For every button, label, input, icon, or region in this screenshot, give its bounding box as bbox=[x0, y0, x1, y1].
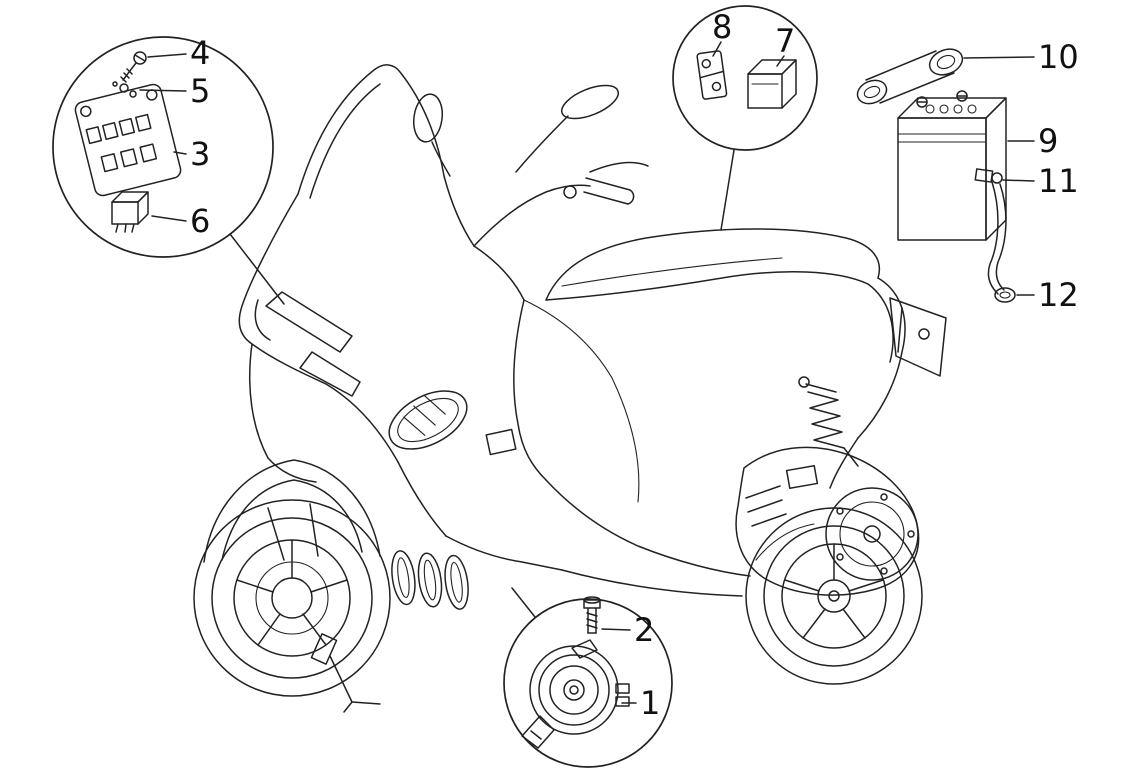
detail-balloon-relays bbox=[672, 5, 818, 231]
callout-number: 2 bbox=[634, 611, 654, 649]
side-vents bbox=[388, 390, 469, 610]
callout-number: 3 bbox=[190, 135, 210, 173]
callout-number: 12 bbox=[1038, 276, 1079, 314]
balloon-leader-line bbox=[720, 149, 735, 231]
detail-balloon-fusebox bbox=[52, 36, 285, 305]
leader-line bbox=[601, 628, 631, 631]
rear-wheel bbox=[745, 507, 923, 685]
callout-number: 4 bbox=[190, 34, 210, 72]
front-fairing bbox=[238, 193, 447, 537]
relay-cube-drawing bbox=[747, 59, 797, 109]
breather-elbow-drawing bbox=[974, 168, 1003, 184]
handlebar bbox=[473, 161, 649, 247]
callout-4[interactable]: 4 bbox=[147, 34, 210, 72]
leader-line bbox=[712, 41, 722, 57]
callout-8[interactable]: 8 bbox=[712, 8, 732, 57]
callout-3[interactable]: 3 bbox=[173, 135, 210, 173]
horn-drawing bbox=[521, 639, 630, 749]
mirror bbox=[412, 84, 619, 177]
callout-number: 5 bbox=[190, 72, 210, 110]
callout-number: 10 bbox=[1038, 38, 1079, 76]
rear-suspension bbox=[798, 376, 859, 467]
balloon-leader-line bbox=[511, 587, 536, 618]
callout-6[interactable]: 6 bbox=[151, 202, 210, 240]
callout-number: 11 bbox=[1038, 162, 1079, 200]
front-wheel bbox=[193, 499, 391, 697]
battery-drawing bbox=[897, 90, 1007, 241]
battery-strap-drawing bbox=[856, 48, 964, 105]
callout-number: 6 bbox=[190, 202, 210, 240]
detail-balloon-horn bbox=[503, 587, 673, 768]
leader-line bbox=[147, 53, 187, 58]
callout-number: 8 bbox=[712, 8, 732, 46]
breather-tube-drawing bbox=[987, 181, 1016, 303]
callout-5[interactable]: 5 bbox=[139, 72, 210, 110]
callout-9[interactable]: 9 bbox=[1007, 122, 1058, 160]
washer-drawing bbox=[112, 81, 137, 98]
screw-drawing bbox=[120, 51, 147, 83]
balloon-leader-line bbox=[229, 233, 285, 305]
callout-number: 7 bbox=[775, 22, 795, 60]
windshield bbox=[297, 64, 475, 247]
body-and-seat bbox=[445, 228, 906, 597]
callout-10[interactable]: 10 bbox=[963, 38, 1079, 76]
leader-line bbox=[151, 215, 187, 222]
callout-1[interactable]: 1 bbox=[621, 684, 660, 722]
bracket-drawing bbox=[696, 50, 728, 100]
leader-line bbox=[139, 89, 187, 92]
battery-assembly-drawing bbox=[856, 48, 1016, 303]
rear-rack bbox=[889, 297, 947, 377]
callout-number: 9 bbox=[1038, 122, 1058, 160]
callout-7[interactable]: 7 bbox=[775, 22, 795, 67]
leader-line bbox=[776, 55, 785, 67]
front-fender bbox=[203, 459, 381, 713]
fuse-plate-drawing bbox=[74, 83, 182, 197]
callout-number: 1 bbox=[640, 684, 660, 722]
leader-line bbox=[173, 151, 187, 155]
callout-11[interactable]: 11 bbox=[1002, 162, 1079, 200]
horn-screw-drawing bbox=[583, 596, 601, 634]
callout-2[interactable]: 2 bbox=[601, 611, 654, 649]
scooter-drawing bbox=[193, 64, 947, 713]
engine bbox=[735, 446, 920, 596]
callout-12[interactable]: 12 bbox=[1016, 276, 1079, 314]
leader-line bbox=[1002, 179, 1035, 182]
leader-line bbox=[963, 56, 1035, 59]
relay-drawing bbox=[111, 191, 149, 233]
callouts: 1 2 3 4 5 6 7 8 bbox=[139, 8, 1079, 722]
